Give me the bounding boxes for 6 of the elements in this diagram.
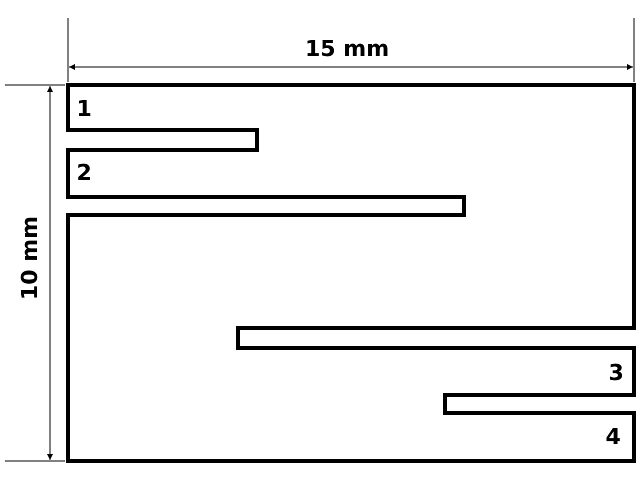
- callout-number: 1: [76, 98, 92, 122]
- dimension-label: 10 mm: [19, 216, 44, 300]
- callout-number: 2: [76, 162, 92, 186]
- callout-number: 3: [608, 362, 624, 386]
- callout-number: 4: [606, 426, 621, 450]
- dimension-label: 15 mm: [305, 38, 390, 62]
